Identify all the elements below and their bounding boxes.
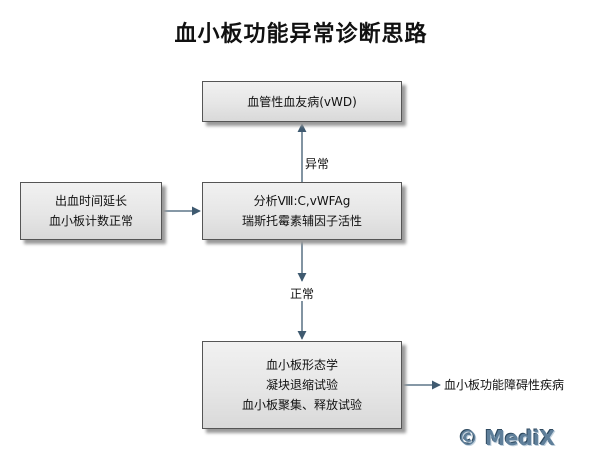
node-factor-analysis-line-1: 分析Ⅷ:C,vWFAg <box>253 194 351 208</box>
node-factor-analysis-line-2: 瑞斯托霉素辅因子活性 <box>241 214 362 228</box>
node-bleeding-time-line-2: 血小板计数正常 <box>48 214 133 228</box>
node-bleeding-time: 出血时间延长 血小板计数正常 <box>20 182 162 240</box>
node-factor-analysis: 分析Ⅷ:C,vWFAg 瑞斯托霉素辅因子活性 <box>202 182 402 240</box>
node-platelet-tests-line-2: 凝块退缩试验 <box>265 378 338 392</box>
node-vwd-line-1: 血管性血友病(vWD) <box>247 94 357 109</box>
node-platelet-tests-line-1: 血小板形态学 <box>265 358 338 372</box>
medix-watermark: © MediX <box>458 426 556 450</box>
edge-label-normal: 正常 <box>288 287 317 301</box>
node-bleeding-time-line-1: 出血时间延长 <box>54 194 127 208</box>
outcome-label: 血小板功能障碍性疾病 <box>444 378 565 392</box>
node-platelet-tests-line-3: 血小板聚集、释放试验 <box>241 398 362 412</box>
diagram-title: 血小板功能异常诊断思路 <box>174 21 428 47</box>
node-platelet-tests: 血小板形态学 凝块退缩试验 血小板聚集、释放试验 <box>202 341 402 429</box>
node-vwd: 血管性血友病(vWD) <box>202 81 402 122</box>
edge-label-abnormal: 异常 <box>305 157 330 171</box>
